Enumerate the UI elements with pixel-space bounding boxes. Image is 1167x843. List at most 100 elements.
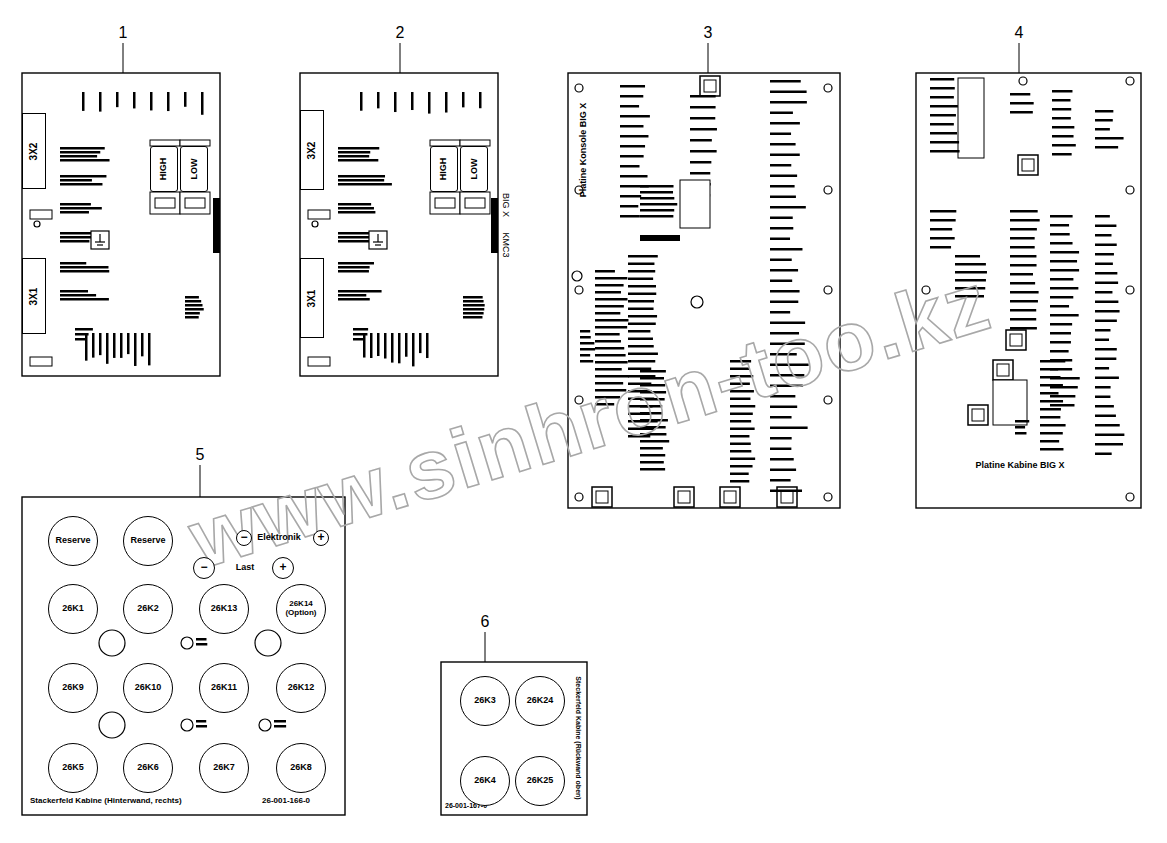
relay-base — [180, 192, 210, 214]
print-mark — [628, 315, 657, 318]
print-mark — [628, 263, 654, 266]
print-mark — [930, 96, 954, 99]
print-mark — [628, 323, 656, 326]
print-mark — [360, 92, 363, 111]
print-mark — [363, 333, 366, 358]
print-mark — [620, 85, 645, 88]
print-mark — [60, 159, 110, 162]
print-mark — [1050, 404, 1074, 407]
plug-socket: 26K2 — [123, 584, 173, 634]
print-mark — [770, 206, 806, 209]
print-mark — [1052, 108, 1071, 111]
print-mark — [1095, 263, 1113, 266]
print-mark — [141, 333, 144, 356]
print-mark — [770, 133, 791, 136]
print-mark — [60, 270, 109, 273]
connector-tab: 3X2 — [300, 110, 324, 190]
led — [30, 210, 52, 219]
print-mark — [185, 296, 199, 299]
print-mark — [1052, 126, 1074, 129]
mounting-hole — [824, 84, 832, 92]
mounting-hole — [1126, 286, 1134, 294]
print-mark — [620, 125, 643, 128]
print-mark — [1010, 273, 1033, 276]
plug-panel — [441, 662, 587, 815]
print-mark — [1095, 253, 1114, 256]
print-mark — [730, 435, 749, 438]
print-mark — [338, 179, 384, 182]
print-mark — [1040, 432, 1063, 435]
edge-strip — [213, 198, 220, 253]
print-mark — [595, 270, 615, 273]
print-mark — [1050, 242, 1073, 245]
print-mark — [377, 333, 380, 356]
print-mark — [167, 92, 170, 111]
print-mark — [185, 300, 201, 303]
print-mark — [690, 139, 712, 142]
print-mark — [338, 298, 370, 301]
print-mark — [1052, 135, 1074, 138]
print-mark — [620, 115, 650, 118]
print-mark — [640, 185, 674, 188]
print-mark — [274, 725, 286, 728]
print-mark — [770, 101, 807, 104]
print-mark — [92, 333, 95, 358]
socket-label: 26K3 — [474, 696, 496, 706]
relay-base — [430, 192, 460, 214]
print-mark — [479, 92, 482, 108]
plug-socket: 26K3 — [460, 676, 510, 726]
panel-marking: Last — [236, 563, 255, 573]
print-mark — [730, 428, 755, 431]
print-mark — [60, 298, 109, 301]
print-mark — [1095, 405, 1114, 408]
socket-label: 26K8 — [290, 763, 312, 773]
print-mark — [1095, 310, 1120, 313]
plug-socket: 26K12 — [276, 663, 326, 713]
plug-socket: Reserve — [48, 516, 98, 566]
print-mark — [620, 165, 640, 168]
spare-hole — [259, 719, 271, 731]
print-mark — [1052, 117, 1071, 120]
print-mark — [640, 203, 677, 206]
print-mark — [1095, 367, 1109, 370]
print-mark — [1095, 128, 1110, 131]
print-mark — [580, 360, 593, 363]
print-mark — [770, 469, 796, 472]
socket-label: + — [317, 531, 324, 544]
relay-base — [435, 198, 455, 208]
print-mark — [405, 333, 408, 357]
socket-label: − — [200, 561, 207, 574]
socket-label: 3X1 — [28, 287, 39, 305]
print-mark — [60, 262, 86, 265]
socket-label: 26K12 — [288, 683, 315, 693]
print-mark — [1095, 119, 1113, 122]
print-mark — [690, 161, 711, 164]
print-mark — [184, 92, 187, 107]
print-mark — [930, 237, 955, 240]
print-mark — [127, 333, 130, 354]
relay-base — [155, 198, 175, 208]
print-mark — [640, 197, 674, 200]
print-mark — [595, 298, 628, 301]
socket-label: 26K13 — [211, 604, 238, 614]
mounting-hole — [1126, 186, 1134, 194]
connector — [781, 491, 793, 503]
print-mark — [628, 338, 653, 341]
print-mark — [1040, 384, 1063, 387]
test-point — [691, 296, 703, 308]
print-mark — [463, 296, 483, 299]
print-mark — [1010, 219, 1040, 222]
print-mark — [620, 95, 643, 98]
callout-number: 5 — [196, 446, 205, 464]
socket-label: LOW — [469, 158, 479, 179]
board-title: Platine Konsole BIG X — [579, 103, 589, 198]
print-mark — [640, 454, 665, 457]
print-mark — [462, 92, 465, 107]
panel-caption: Steckerfeld Kabine (Rückwand oben) — [574, 676, 582, 799]
plug-socket: 26K24 — [515, 676, 565, 726]
print-mark — [930, 87, 955, 90]
board-outline — [22, 73, 220, 376]
print-mark — [1095, 424, 1120, 427]
print-mark — [1010, 93, 1030, 96]
print-mark — [1010, 291, 1039, 294]
